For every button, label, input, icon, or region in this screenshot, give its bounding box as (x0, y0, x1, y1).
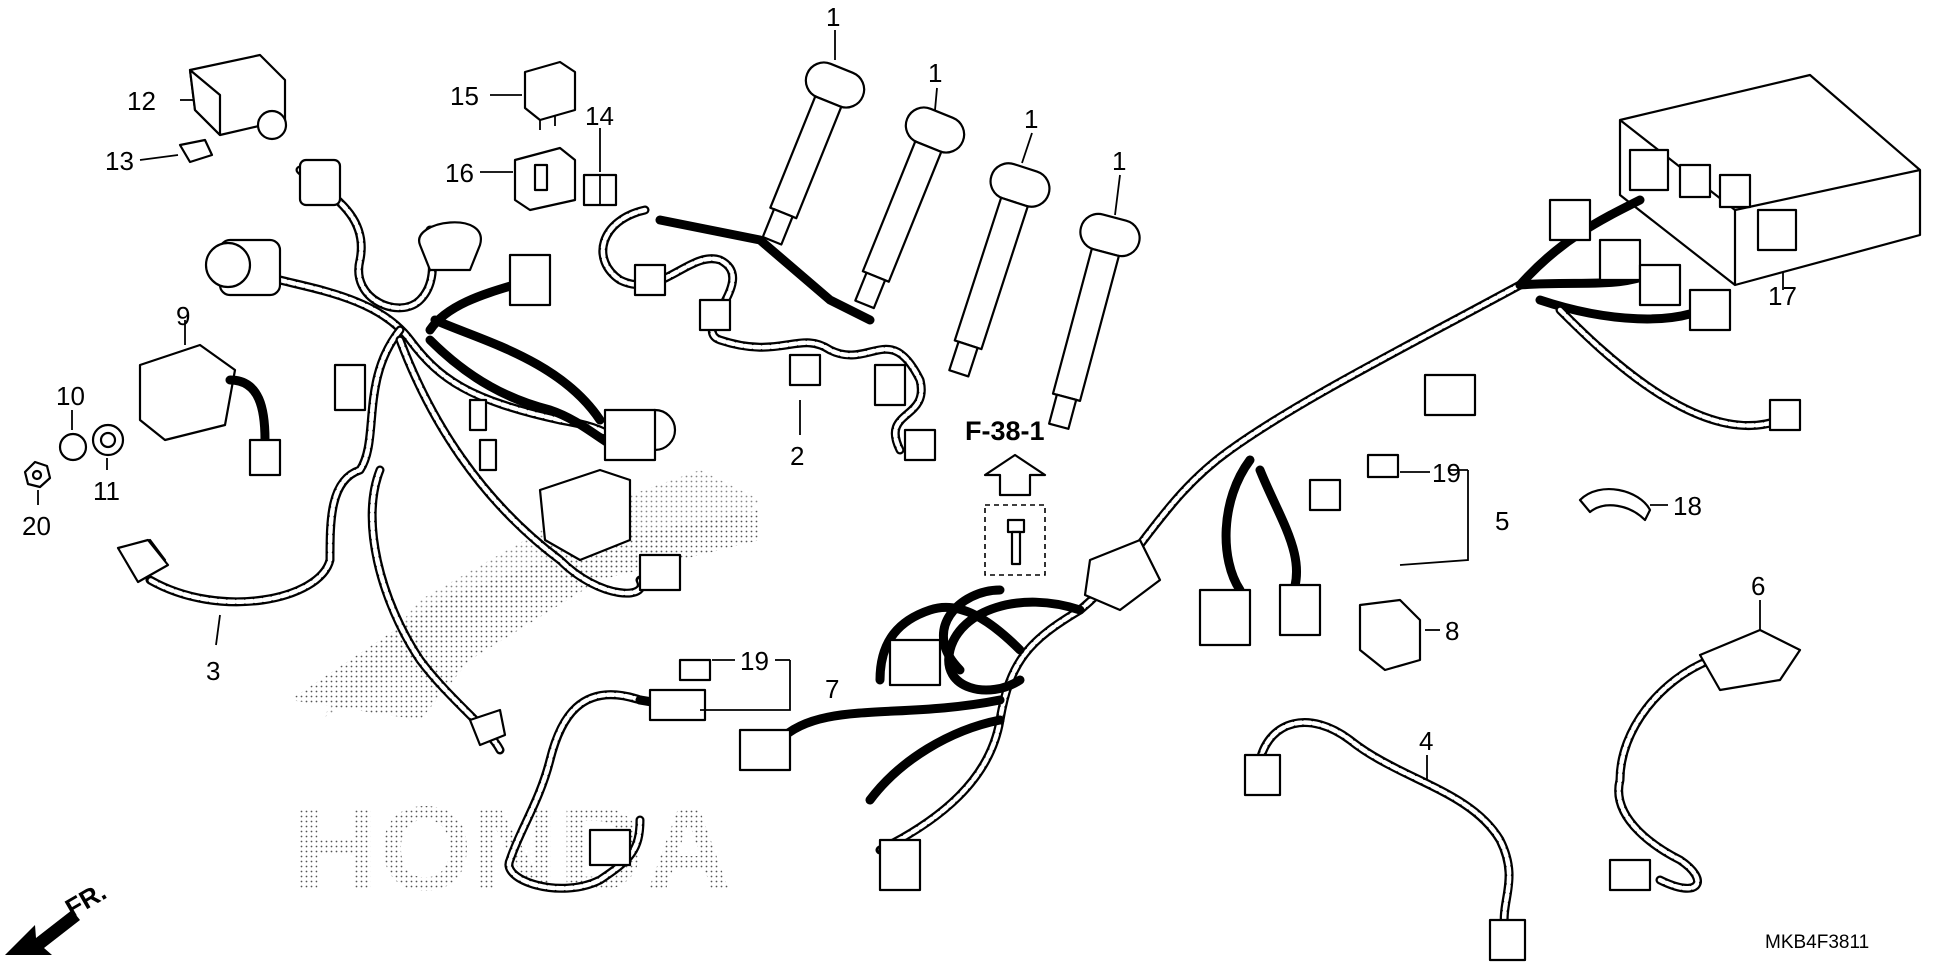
part-20-nut (23, 460, 52, 489)
callout-5: 5 (1495, 506, 1509, 536)
part-18-clamp (1578, 488, 1652, 522)
main-harness-right (738, 195, 1802, 892)
part-19-connector-cover-b (1366, 453, 1400, 479)
callout-labels: 1 1 1 1 2 3 4 5 6 7 8 9 10 11 12 13 14 1… (22, 2, 1797, 756)
callout-9: 9 (176, 301, 190, 331)
part-10-collar (58, 432, 88, 462)
callout-18: 18 (1673, 491, 1702, 521)
front-arrow-icon (5, 910, 80, 955)
callout-16: 16 (445, 158, 474, 188)
part-9-sensor (138, 343, 282, 477)
callout-13: 13 (105, 146, 134, 176)
part-11-grommet (91, 423, 125, 457)
part-7-harness (504, 688, 707, 893)
callout-1c: 1 (1024, 104, 1038, 134)
callout-10: 10 (56, 381, 85, 411)
callout-14: 14 (585, 101, 614, 131)
callout-3: 3 (206, 656, 220, 686)
callout-11: 11 (93, 476, 120, 506)
part-17-ecu (1618, 73, 1922, 287)
part-16-relay-holder (513, 146, 577, 212)
diagram-code: MKB4F3811 (1765, 932, 1869, 953)
part-2-coil-harness (598, 205, 937, 462)
callout-4: 4 (1419, 726, 1433, 756)
reference-f38-1: F-38-1 (965, 416, 1047, 576)
part-4-harness (1243, 718, 1527, 962)
callout-6: 6 (1751, 571, 1765, 601)
part-15-relay (523, 60, 577, 130)
part-12-sensor (188, 53, 288, 141)
part-1-ignition-coils (761, 61, 1141, 430)
callout-leaders (37, 30, 1784, 780)
part-3-sensor-harness (116, 538, 170, 584)
reference-label: F-38-1 (965, 416, 1045, 446)
callout-1a: 1 (826, 2, 840, 32)
part-19-connector-cover-a (678, 658, 712, 682)
callout-1d: 1 (1112, 146, 1126, 176)
callout-7: 7 (825, 674, 839, 704)
part-6-harness (1608, 628, 1802, 893)
callout-19a: 19 (1432, 458, 1461, 488)
callout-15: 15 (450, 81, 479, 111)
part-14-fuse (582, 173, 618, 207)
callout-1b: 1 (928, 58, 942, 88)
part-13-cap (178, 138, 214, 164)
callout-2: 2 (790, 441, 804, 471)
callout-17: 17 (1768, 281, 1797, 311)
callout-8: 8 (1445, 616, 1459, 646)
callout-20: 20 (22, 511, 51, 541)
callout-19b: 19 (740, 646, 769, 676)
front-marker: FR. (5, 876, 111, 955)
callout-12: 12 (127, 86, 156, 116)
part-8-cover (1358, 598, 1422, 672)
